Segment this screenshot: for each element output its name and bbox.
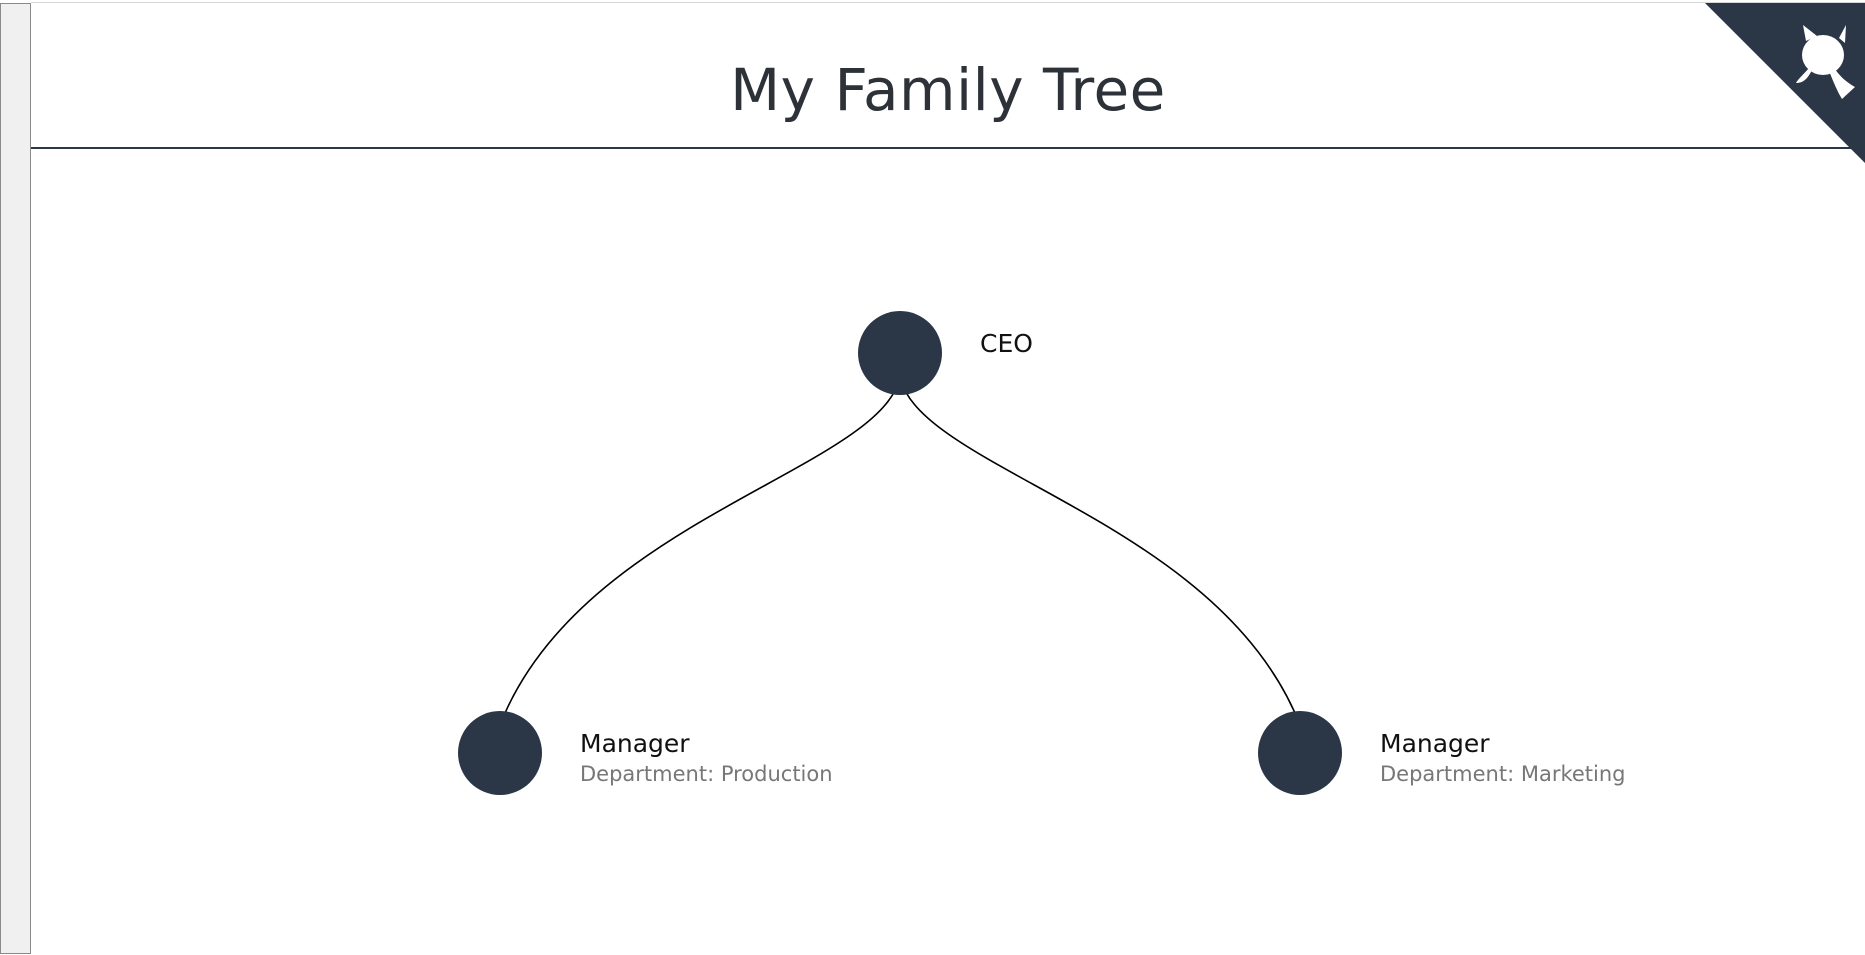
node-subtitle: Department: Marketing	[1380, 762, 1626, 786]
tree-node-ceo[interactable]: CEO	[858, 311, 1033, 395]
page-header: My Family Tree	[31, 3, 1865, 149]
node-circle[interactable]	[1258, 711, 1342, 795]
tree-node-manager-marketing[interactable]: Manager Department: Marketing	[1258, 711, 1626, 795]
tree-node-manager-production[interactable]: Manager Department: Production	[458, 711, 833, 795]
node-label: Manager	[580, 729, 690, 758]
github-octocat-icon	[1796, 25, 1855, 99]
page-title: My Family Tree	[730, 56, 1166, 124]
link-ceo-to-manager-production	[499, 376, 901, 726]
node-circle[interactable]	[858, 311, 942, 395]
node-circle[interactable]	[458, 711, 542, 795]
node-subtitle: Department: Production	[580, 762, 833, 786]
node-label: Manager	[1380, 729, 1490, 758]
github-corner-link[interactable]	[1705, 3, 1865, 163]
left-edge-panel	[0, 3, 31, 954]
node-label: CEO	[980, 329, 1033, 358]
top-divider	[31, 2, 1865, 3]
link-ceo-to-manager-marketing	[899, 376, 1301, 726]
